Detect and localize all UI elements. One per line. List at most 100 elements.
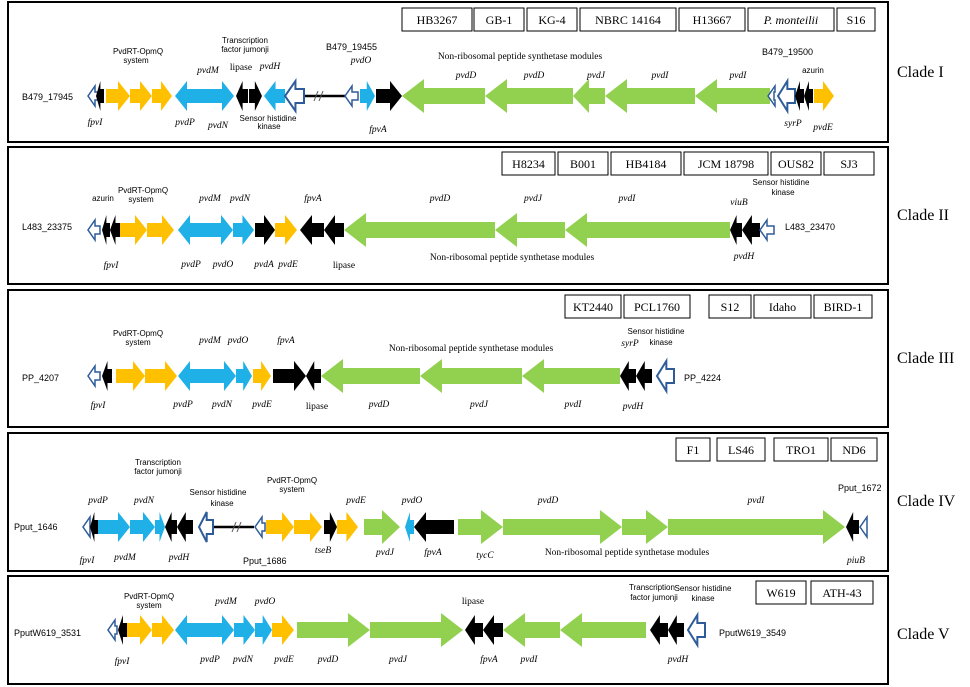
transport-gene-arrow [814, 81, 834, 111]
clade-label: Clade II [897, 207, 949, 224]
gene-label: pvdM [214, 597, 238, 607]
pvd-gene-arrow [178, 361, 213, 391]
pvd-gene-arrow [405, 512, 414, 542]
annotation-label: Sensor histidine [190, 488, 247, 497]
pvd-gene-arrow [178, 215, 208, 245]
outline-gene-arrow [87, 363, 101, 389]
other-gene-arrow [255, 215, 275, 245]
nrps-gene-arrow [485, 79, 573, 113]
locus-label: PP_4207 [22, 373, 59, 383]
locus-label: Pput_1646 [14, 522, 58, 532]
outline-gene-arrow [107, 617, 118, 643]
strain-box [401, 7, 473, 32]
annotation-label: PvdRT-OpmQ [124, 592, 174, 601]
module-label: Non-ribosomal peptide synthetase modules [438, 52, 603, 62]
strain-box [773, 437, 829, 462]
regulator-gene-arrow [686, 611, 706, 649]
gene-label: pvdH [168, 553, 191, 563]
pvd-gene-arrow [208, 215, 233, 245]
strain-box [579, 7, 677, 32]
gene-label: viuB [730, 198, 748, 208]
gene-label: pvdJ [375, 548, 395, 558]
gene-label: pvdP [172, 400, 193, 410]
gene-label: pvdH [733, 252, 756, 262]
strain-label: SJ3 [840, 157, 857, 171]
other-gene-arrow [324, 215, 344, 245]
gene-label: pvdD [368, 400, 390, 410]
other-gene-arrow [249, 81, 262, 111]
gene-label: pvdD [537, 496, 559, 506]
locus-label: B479_17945 [22, 92, 73, 102]
module-label: Non-ribosomal peptide synthetase modules [430, 253, 595, 263]
other-gene-arrow [636, 361, 652, 391]
pvd-gene-arrow [255, 615, 272, 645]
annotation-label: factor jumonji [221, 45, 269, 54]
strain-label: S16 [847, 13, 866, 27]
strain-label: H8234 [512, 157, 545, 171]
strain-label: KG-4 [538, 13, 565, 27]
gene-label: pvdP [87, 496, 108, 506]
annotation-label: Transcription [135, 458, 181, 467]
nrps-gene-arrow [364, 510, 400, 544]
transport-gene-arrow [266, 512, 294, 542]
strain-label: ND6 [842, 443, 865, 457]
locus-label: PputW619_3531 [14, 628, 81, 638]
gene-label: pvdE [812, 123, 833, 133]
clade-label: Clade V [897, 626, 950, 643]
strain-box [501, 151, 556, 176]
clade-label: Clade III [897, 350, 954, 367]
transport-gene-arrow [116, 361, 145, 391]
annotation-label: kinase [649, 338, 673, 347]
strain-box [708, 294, 752, 319]
gene-label: pvdJ [469, 400, 489, 410]
strain-label: B001 [570, 157, 596, 171]
strain-label: BIRD-1 [824, 300, 863, 314]
gene-label: fpvA [480, 654, 498, 665]
other-gene-arrow [96, 81, 104, 111]
other-gene-arrow [300, 215, 324, 245]
gene-label: pvdO [227, 336, 249, 346]
break-mark [318, 90, 324, 102]
gene-label: fpvA [304, 193, 322, 204]
nrps-gene-arrow [402, 79, 485, 113]
gene-label: pvdM [113, 553, 137, 563]
transport-gene-arrow [337, 512, 358, 542]
locus-label: Pput_1686 [243, 556, 287, 566]
gene-label: syrP [621, 339, 639, 349]
gene-label: pvdP [199, 655, 220, 665]
other-gene-arrow [465, 615, 483, 645]
transport-gene-arrow [253, 361, 271, 391]
nrps-gene-arrow [573, 79, 605, 113]
other-gene-arrow [795, 81, 804, 111]
other-gene-arrow [118, 615, 127, 645]
strain-label: LS46 [728, 443, 754, 457]
transport-gene-arrow [272, 615, 294, 645]
gene-label: pvdO [350, 56, 372, 66]
annotation-label: system [136, 601, 162, 610]
gene-label: tycC [476, 551, 494, 561]
gene-label: pvdI [729, 71, 748, 81]
locus-label: PP_4224 [684, 373, 721, 383]
transport-gene-arrow [130, 81, 152, 111]
nrps-gene-arrow [370, 613, 463, 647]
strain-box [610, 151, 682, 176]
locus-label: B479_19500 [762, 47, 813, 57]
strain-box [716, 437, 766, 462]
nrps-gene-arrow [420, 359, 522, 393]
pvd-gene-arrow [360, 81, 375, 111]
pvd-gene-arrow [213, 361, 236, 391]
gene-label: pvdI [747, 496, 766, 506]
nrps-gene-arrow [321, 359, 420, 393]
annotation-label: Sensor histidine [240, 114, 297, 123]
gene-label: pvdH [622, 402, 645, 412]
strain-box [675, 437, 711, 462]
outline-gene-arrow [82, 514, 91, 540]
gene-label: pvdE [345, 496, 366, 506]
other-gene-arrow [324, 512, 337, 542]
annotation-label: azurin [92, 194, 114, 203]
regulator-gene-arrow [655, 357, 675, 395]
strain-box [623, 294, 691, 319]
annotation-label: Transcription [629, 583, 675, 592]
